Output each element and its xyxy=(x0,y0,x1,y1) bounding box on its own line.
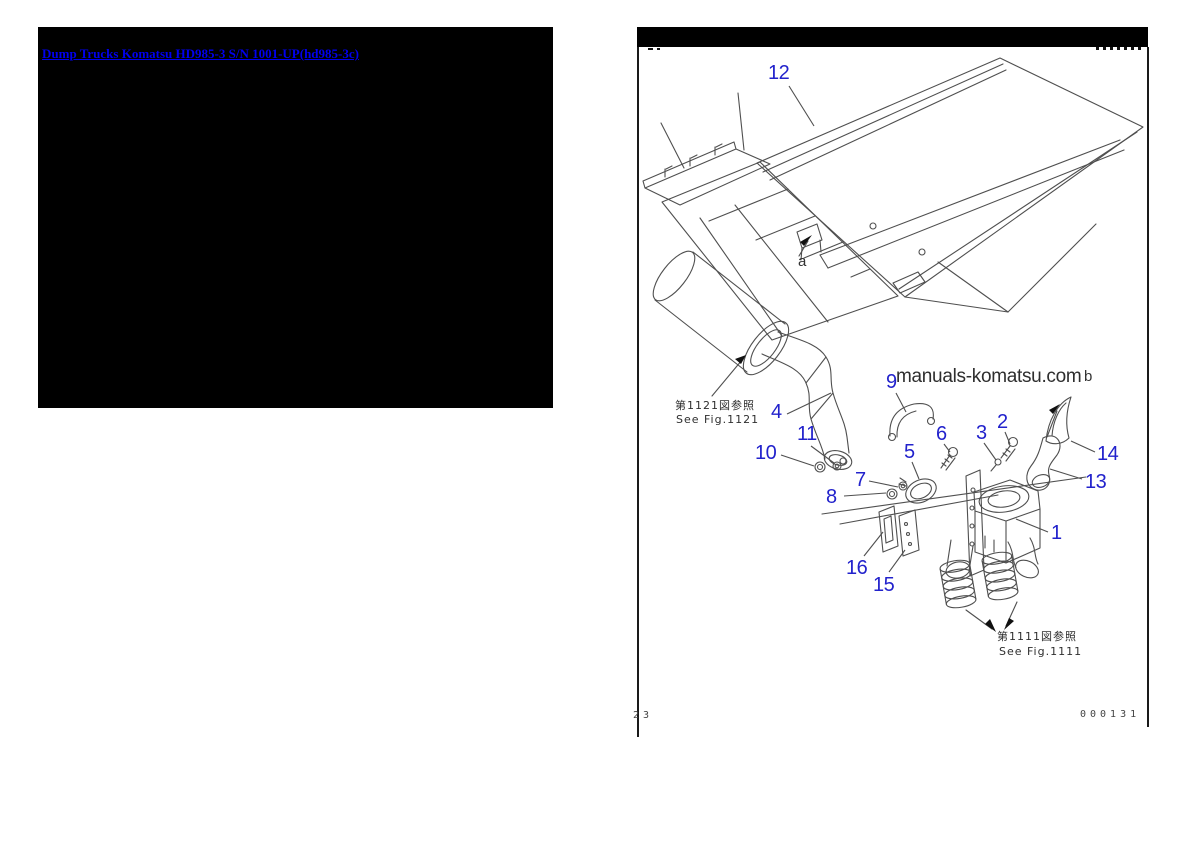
scan-top-bar xyxy=(637,27,1148,47)
leader-line-6 xyxy=(943,443,951,453)
leader-line-11 xyxy=(810,445,835,464)
ref-fig-1111-jp: 第1111図参照 xyxy=(997,630,1077,643)
leader-line-8 xyxy=(843,492,887,497)
leader-line-10 xyxy=(780,454,815,467)
callout-10: 10 xyxy=(755,442,777,464)
leader-line-12 xyxy=(788,85,815,127)
leader-line-9 xyxy=(895,392,907,413)
callout-2: 2 xyxy=(997,411,1008,433)
callout-1: 1 xyxy=(1051,522,1062,544)
callout-6: 6 xyxy=(936,423,947,445)
callout-4: 4 xyxy=(771,401,782,423)
leader-line-15 xyxy=(888,549,906,573)
callout-7: 7 xyxy=(855,469,866,491)
callout-16: 16 xyxy=(846,557,868,579)
callout-9: 9 xyxy=(886,371,897,393)
leader-line-7 xyxy=(868,480,899,488)
callout-8: 8 xyxy=(826,486,837,508)
doc-number: 000131 xyxy=(1080,709,1141,720)
leader-line-3 xyxy=(983,442,997,461)
page-number: 23 xyxy=(633,710,654,721)
ref-fig-1111-en: See Fig.1111 xyxy=(999,645,1083,658)
scan-left-edge xyxy=(637,47,639,737)
point-label-a: a xyxy=(798,253,807,270)
leader-line-2 xyxy=(1004,431,1011,445)
scan-right-edge xyxy=(1147,47,1149,727)
catalog-breadcrumb-link[interactable]: Dump Trucks Komatsu HD985-3 S/N 1001-UP(… xyxy=(42,46,359,61)
left-black-panel: Dump Trucks Komatsu HD985-3 S/N 1001-UP(… xyxy=(38,27,553,408)
callout-13: 13 xyxy=(1085,471,1107,493)
ref-fig-1121-en: See Fig.1121 xyxy=(676,413,760,426)
callout-15: 15 xyxy=(873,574,895,596)
callout-3: 3 xyxy=(976,422,987,444)
watermark-text: manuals-komatsu.com xyxy=(896,366,1082,387)
leader-line-14 xyxy=(1070,440,1096,453)
callout-14: 14 xyxy=(1097,443,1119,465)
ref-fig-1121-jp: 第1121図参照 xyxy=(675,399,755,412)
leader-line-1 xyxy=(1015,518,1049,533)
point-label-b: b xyxy=(1084,368,1093,385)
callout-12: 12 xyxy=(768,62,790,84)
leader-line-5 xyxy=(911,461,920,480)
leader-line-4 xyxy=(786,392,832,415)
callout-5: 5 xyxy=(904,441,915,463)
leader-line-16 xyxy=(863,531,884,557)
callout-11: 11 xyxy=(797,423,817,445)
leader-line-13 xyxy=(1049,468,1083,480)
